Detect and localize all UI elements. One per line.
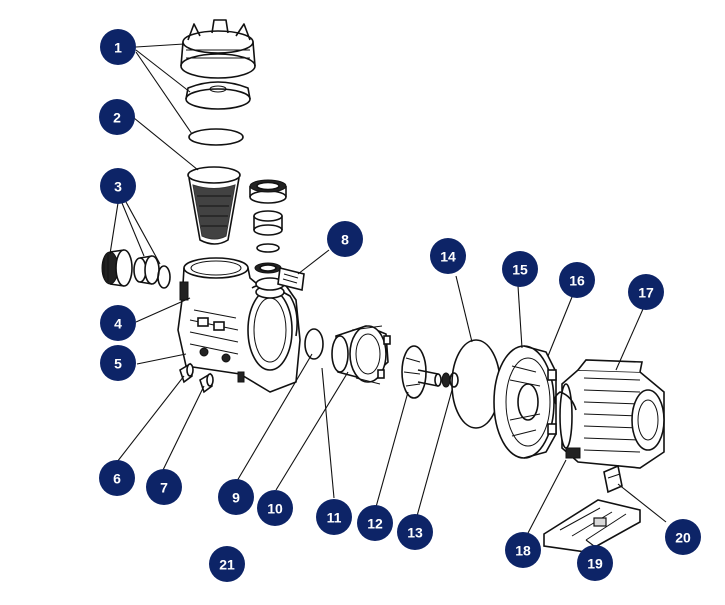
callout-16: 16 <box>559 262 595 298</box>
callout-number: 8 <box>341 232 349 248</box>
callout-badge-circle <box>218 479 254 515</box>
callout-badge-circle <box>559 262 595 298</box>
part-lid-oring <box>188 128 244 146</box>
callout-21: 21 <box>209 546 245 582</box>
callout-4: 4 <box>100 305 136 341</box>
callout-number: 19 <box>587 556 603 572</box>
part-label <box>277 267 305 291</box>
callout-number: 6 <box>113 471 121 487</box>
callout-badge-circle <box>99 460 135 496</box>
leader-lines <box>109 43 667 547</box>
part-lid-ring <box>180 19 256 79</box>
part-mechanical-seal <box>441 372 459 388</box>
part-diffuser <box>331 325 391 385</box>
callout-number: 7 <box>160 480 168 496</box>
callout-badge-circle <box>146 469 182 505</box>
callout-number: 4 <box>114 316 122 332</box>
callout-badge-circle <box>209 546 245 582</box>
callout-number: 3 <box>114 179 122 195</box>
part-union-ring-upper <box>254 262 282 274</box>
callout-badge-circle <box>577 545 613 581</box>
callout-number: 18 <box>515 543 531 559</box>
callout-number: 5 <box>114 356 122 372</box>
part-seal-plate-oring <box>451 339 501 429</box>
part-union-tail-upper <box>253 210 283 236</box>
callout-20: 20 <box>665 519 701 555</box>
callout-9: 9 <box>218 479 254 515</box>
callout-badge-circle <box>257 490 293 526</box>
callout-number: 11 <box>327 510 342 526</box>
part-body-oring <box>304 328 324 360</box>
part-pump-body <box>177 257 301 393</box>
callout-8: 8 <box>327 221 363 257</box>
callout-number: 17 <box>638 285 654 301</box>
callout-number: 10 <box>267 501 283 517</box>
callout-badge-circle <box>327 221 363 257</box>
callout-badge-circle <box>628 274 664 310</box>
part-union-oring-upper <box>256 243 280 253</box>
callout-1: 1 <box>100 29 136 65</box>
part-union-nut-upper <box>249 179 287 204</box>
callout-badge-circle <box>100 29 136 65</box>
callout-number: 15 <box>512 262 528 278</box>
part-union-nut-side <box>101 249 133 287</box>
callout-number: 21 <box>219 557 235 573</box>
part-capacitor-clip <box>603 464 623 494</box>
callout-6: 6 <box>99 460 135 496</box>
part-basket <box>187 166 241 245</box>
part-motor <box>553 359 665 469</box>
part-clear-lid <box>185 81 251 110</box>
part-union-oring-side <box>157 265 171 289</box>
callout-2: 2 <box>99 99 135 135</box>
callout-badge-circle <box>99 99 135 135</box>
callout-3: 3 <box>100 168 136 204</box>
callout-18: 18 <box>505 532 541 568</box>
part-motor-foot <box>543 499 641 553</box>
callout-13: 13 <box>397 514 433 550</box>
callout-number: 2 <box>113 110 121 126</box>
callout-12: 12 <box>357 505 393 541</box>
part-seal-plate <box>493 345 557 459</box>
callout-number: 12 <box>367 516 383 532</box>
callout-badge-circle <box>505 532 541 568</box>
callout-number: 13 <box>407 525 423 541</box>
callout-badge-circle <box>502 251 538 287</box>
callout-badge-circle <box>100 305 136 341</box>
callout-number: 14 <box>440 249 456 265</box>
callout-badge-circle <box>357 505 393 541</box>
callout-17: 17 <box>628 274 664 310</box>
part-union-tail-side <box>133 255 160 285</box>
callout-number: 9 <box>232 490 240 506</box>
callout-5: 5 <box>100 345 136 381</box>
callout-number: 20 <box>675 530 691 546</box>
callout-7: 7 <box>146 469 182 505</box>
callout-number: 1 <box>114 40 122 56</box>
callout-10: 10 <box>257 490 293 526</box>
callout-badge-circle <box>665 519 701 555</box>
callout-14: 14 <box>430 238 466 274</box>
callout-badge-circle <box>430 238 466 274</box>
callout-badge-circle <box>316 499 352 535</box>
callout-19: 19 <box>577 545 613 581</box>
callout-badge-circle <box>397 514 433 550</box>
callout-badge-circle <box>100 345 136 381</box>
callout-15: 15 <box>502 251 538 287</box>
callout-badge-circle <box>100 168 136 204</box>
callout-11: 11 <box>316 499 352 535</box>
callout-number: 16 <box>569 273 585 289</box>
part-impeller <box>401 345 442 399</box>
